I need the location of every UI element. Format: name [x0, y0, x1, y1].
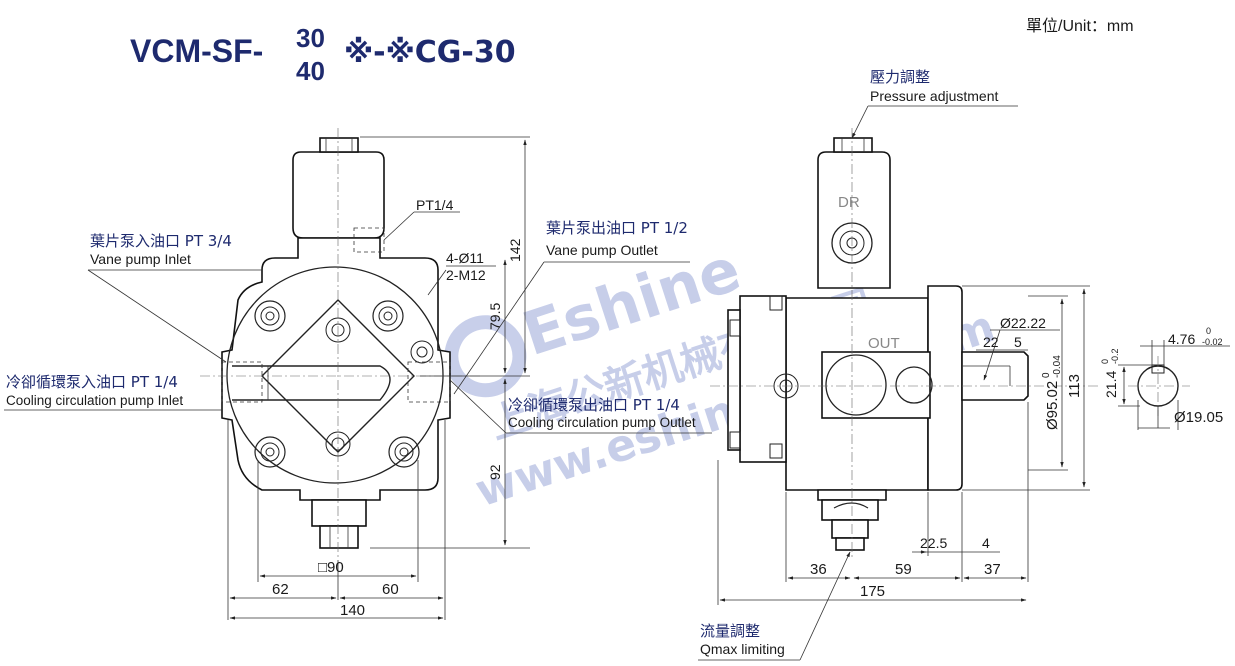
threads-label: 2-M12 [446, 267, 486, 283]
dim-square-90: □90 [318, 559, 344, 576]
svg-text:-0.2: -0.2 [1110, 348, 1120, 364]
side-dimensions: 113 Ø95.02 0 -0.04 Ø22.22 22 5 22.5 4 36… [717, 285, 1090, 605]
pressure-label-en: Pressure adjustment [870, 88, 999, 104]
dim-79-5: 79.5 [487, 303, 503, 330]
cool-outlet-label-en: Cooling circulation pump Outlet [508, 415, 696, 430]
shaft-section: 4.76 0 -0.02 21.4 0 -0.2 Ø19.05 [1100, 326, 1230, 430]
outlet-label-en: Vane pump Outlet [546, 242, 658, 258]
dim-92: 92 [487, 464, 503, 480]
svg-text:4.76: 4.76 [1168, 331, 1195, 347]
svg-text:0: 0 [1206, 326, 1211, 336]
bolt-icon [254, 300, 434, 468]
svg-text:VCM-SF-: VCM-SF- [130, 33, 263, 69]
dim-175: 175 [860, 583, 885, 600]
dim-5: 5 [1014, 334, 1022, 350]
svg-text:21.4: 21.4 [1103, 371, 1119, 398]
dim-19-05: Ø19.05 [1174, 409, 1223, 426]
dim-37: 37 [984, 561, 1001, 578]
flow-label-en: Qmax limiting [700, 641, 785, 657]
dim-22: 22 [983, 334, 999, 350]
svg-text:30: 30 [296, 23, 325, 53]
unit-label: 單位/Unit：mm [1026, 17, 1134, 35]
svg-text:Ø95.02: Ø95.02 [1044, 381, 1061, 430]
cool-inlet-label-zh: 冷卻循環泵入油口 PT 1/4 [6, 373, 178, 391]
holes-label: 4-Ø11 [446, 250, 484, 266]
svg-text:-0.04: -0.04 [1052, 355, 1063, 378]
front-dimensions: 142 79.5 92 □90 62 60 140 [227, 136, 530, 620]
front-annotations: PT1/4 4-Ø11 2-M12 葉片泵入油口 PT 3/4 Vane pum… [4, 197, 712, 434]
dim-60: 60 [382, 581, 399, 598]
svg-text:0: 0 [1100, 359, 1110, 364]
dim-113: 113 [1066, 374, 1083, 398]
cool-inlet-label-en: Cooling circulation pump Inlet [6, 393, 183, 408]
dim-142: 142 [507, 238, 523, 262]
pressure-label-zh: 壓力調整 [870, 68, 930, 86]
inlet-label-en: Vane pump Inlet [90, 251, 191, 267]
out-label: OUT [868, 335, 900, 352]
model-title: VCM-SF- 30 40 ※-※CG-30 [130, 23, 516, 86]
watermark-logo-icon [444, 315, 527, 398]
flow-label-zh: 流量調整 [700, 622, 760, 640]
dim-22-5: 22.5 [920, 535, 947, 551]
dim-21-4: 21.4 0 -0.2 [1100, 348, 1120, 398]
front-view [200, 128, 480, 560]
dr-label: DR [838, 194, 860, 211]
svg-text:-0.02: -0.02 [1202, 337, 1223, 347]
dim-59: 59 [895, 561, 912, 578]
dim-4-76: 4.76 0 -0.02 [1168, 326, 1223, 347]
dim-140: 140 [340, 602, 365, 619]
svg-text:40: 40 [296, 56, 325, 86]
inlet-label-zh: 葉片泵入油口 PT 3/4 [90, 232, 232, 250]
dim-62: 62 [272, 581, 289, 598]
side-annotations: 壓力調整 Pressure adjustment 流量調整 Qmax limit… [698, 68, 1018, 661]
dim-22-22: Ø22.22 [1000, 315, 1046, 331]
side-view: DR OUT [710, 128, 1100, 560]
dim-36: 36 [810, 561, 827, 578]
outlet-label-zh: 葉片泵出油口 PT 1/2 [546, 219, 688, 237]
dim-95: Ø95.02 0 -0.04 [1041, 355, 1063, 430]
svg-text:0: 0 [1041, 372, 1052, 378]
cool-outlet-label-zh: 冷卻循環泵出油口 PT 1/4 [508, 396, 680, 414]
svg-text:※-※CG-30: ※-※CG-30 [344, 35, 516, 70]
pt14-label: PT1/4 [416, 197, 454, 213]
dim-4: 4 [982, 535, 990, 551]
